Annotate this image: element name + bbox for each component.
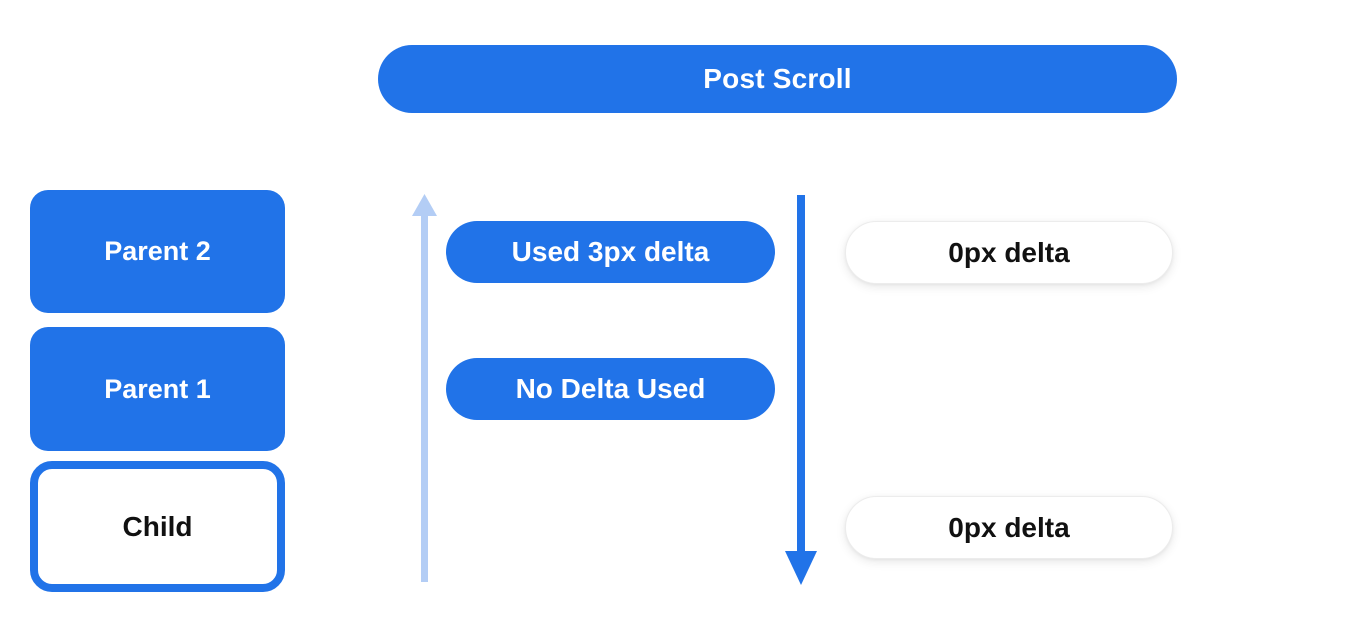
scroll-down-arrow [785, 195, 817, 585]
parent-2-label: Parent 2 [104, 236, 211, 266]
top-0px-delta-pill: 0px delta [845, 221, 1173, 284]
up-arrow-shaft [421, 214, 428, 582]
up-arrowhead [412, 194, 437, 216]
no-delta-used-pill: No Delta Used [446, 358, 775, 420]
post-scroll-title-pill: Post Scroll [378, 45, 1177, 113]
used-3px-delta-label: Used 3px delta [511, 236, 710, 267]
scroll-up-arrow [412, 194, 437, 582]
parent-1-label: Parent 1 [104, 373, 211, 404]
child-box: Child [30, 461, 285, 592]
top-0px-delta-label: 0px delta [948, 236, 1070, 268]
no-delta-used-label: No Delta Used [515, 373, 706, 404]
bottom-0px-delta-label: 0px delta [948, 511, 1070, 543]
down-arrowhead [785, 551, 817, 585]
parent-1-box: Parent 1 [30, 327, 285, 451]
child-label: Child [122, 510, 193, 542]
parent-2-box: Parent 2 [30, 190, 285, 313]
post-scroll-title-label: Post Scroll [703, 63, 852, 94]
down-arrow-shaft [797, 195, 805, 553]
used-3px-delta-pill: Used 3px delta [446, 221, 775, 283]
bottom-0px-delta-pill: 0px delta [845, 496, 1173, 559]
